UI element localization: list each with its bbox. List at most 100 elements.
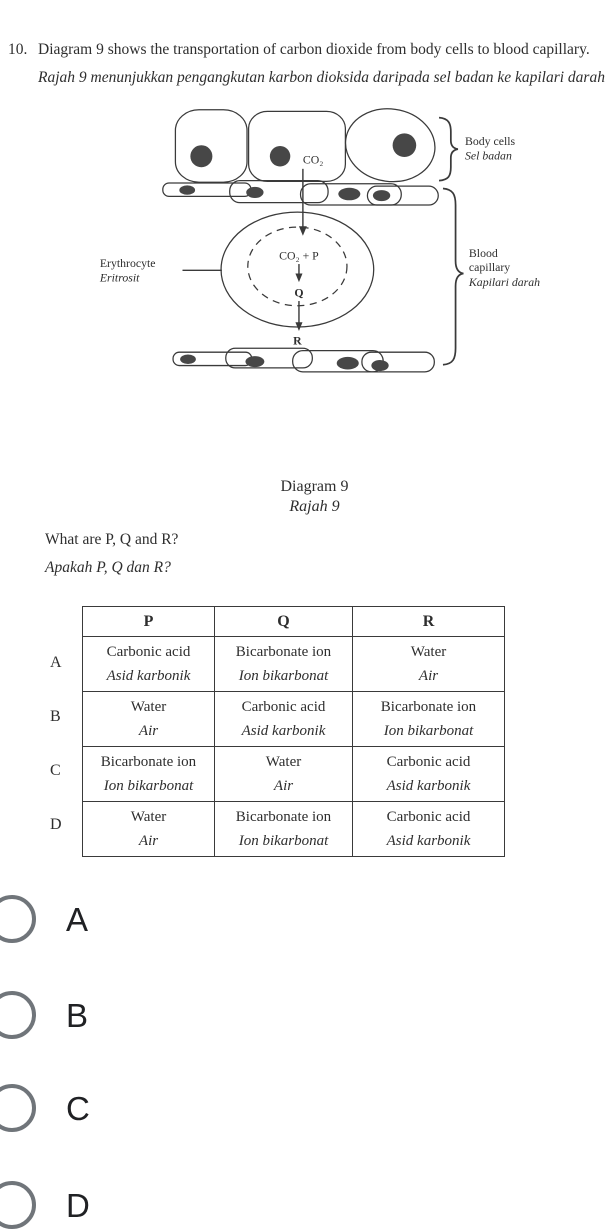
body-cells-brace bbox=[438, 116, 459, 182]
option-c-label: C bbox=[66, 1089, 90, 1127]
blood-capillary-label-ms: Kapilari darah bbox=[468, 275, 540, 289]
cell-text-en: Carbonic acid bbox=[106, 644, 191, 660]
reaction-arrow-1 bbox=[295, 264, 303, 283]
row-label-b: B bbox=[50, 708, 61, 725]
table-cell: Water Air bbox=[214, 746, 353, 802]
intermediate-q-label: Q bbox=[294, 285, 303, 299]
radio-button-d[interactable] bbox=[0, 1181, 36, 1229]
cell-text-en: Carbonic acid bbox=[386, 754, 471, 770]
diagram-9: CO₂ CO₂ + P Q R bbox=[99, 108, 540, 373]
cell-text-ms: Asid karbonik bbox=[386, 777, 471, 794]
question-prompt-en: What are P, Q and R? bbox=[45, 531, 179, 548]
blood-capillary-label-en1: Blood bbox=[469, 246, 498, 260]
cell-text-en: Water bbox=[265, 754, 302, 770]
cell-text-en: Bicarbonate ion bbox=[235, 809, 332, 825]
diagram-caption-en: Diagram 9 bbox=[280, 478, 349, 495]
cell-text-ms: Ion bikarbonat bbox=[383, 722, 474, 739]
question-text-ms: Rajah 9 menunjukkan pengangkutan karbon … bbox=[38, 69, 605, 86]
capillary-cell bbox=[229, 180, 329, 204]
body-cells-label-en: Body cells bbox=[465, 134, 516, 148]
column-header-p: P bbox=[82, 606, 215, 637]
question-text-en: Diagram 9 shows the transportation of ca… bbox=[38, 41, 590, 58]
cell-text-ms: Asid karbonik bbox=[386, 832, 471, 849]
body-cell bbox=[344, 108, 436, 183]
erythrocyte-label-en: Erythrocyte bbox=[100, 256, 156, 270]
erythrocyte-membrane bbox=[220, 211, 375, 328]
cell-text-ms: Air bbox=[418, 667, 439, 684]
table-cell: Bicarbonate ion Ion bikarbonat bbox=[82, 746, 215, 802]
cell-text-ms: Air bbox=[138, 832, 159, 849]
option-b-label: B bbox=[66, 996, 89, 1034]
table-header-row: P Q R bbox=[82, 606, 505, 637]
cell-nucleus bbox=[372, 190, 391, 202]
table-cell: Carbonic acid Asid karbonik bbox=[82, 636, 215, 692]
question-number: 10. bbox=[8, 41, 28, 58]
body-cells-label-ms: Sel badan bbox=[465, 148, 512, 162]
cell-nucleus bbox=[190, 145, 213, 168]
option-c[interactable]: C bbox=[0, 1084, 90, 1132]
reaction-arrow-2 bbox=[295, 301, 303, 331]
erythrocyte-inner-dashed bbox=[247, 226, 348, 307]
answer-table: P Q R Carbonic acid Asid karbonik Bicarb… bbox=[82, 606, 505, 857]
option-a[interactable]: A bbox=[0, 895, 88, 943]
table-row: Bicarbonate ion Ion bikarbonat Water Air… bbox=[82, 746, 505, 802]
body-cells-group bbox=[174, 108, 436, 183]
cell-nucleus bbox=[246, 186, 264, 198]
table-row: Water Air Carbonic acid Asid karbonik Bi… bbox=[82, 691, 505, 747]
radio-button-b[interactable] bbox=[0, 991, 36, 1039]
cell-text-en: Bicarbonate ion bbox=[100, 754, 197, 770]
table-cell: Bicarbonate ion Ion bikarbonat bbox=[352, 691, 505, 747]
cell-nucleus bbox=[180, 354, 196, 364]
cell-nucleus bbox=[179, 185, 196, 195]
option-a-label: A bbox=[66, 900, 89, 938]
cell-text-en: Water bbox=[410, 644, 447, 660]
capillary-cell bbox=[162, 182, 252, 197]
cell-text-en: Carbonic acid bbox=[386, 809, 471, 825]
reaction-start-label: CO₂ + P bbox=[279, 248, 319, 262]
cell-nucleus bbox=[336, 356, 359, 370]
capillary-cell bbox=[366, 185, 439, 206]
answer-table-row-labels: A B C D bbox=[50, 606, 82, 857]
cell-text-ms: Asid karbonik bbox=[241, 722, 326, 739]
co2-label: CO₂ bbox=[303, 152, 324, 166]
product-r-label: R bbox=[293, 333, 302, 347]
capillary-cell bbox=[299, 183, 402, 206]
table-cell: Carbonic acid Asid karbonik bbox=[352, 746, 505, 802]
cell-text-ms: Air bbox=[273, 777, 294, 794]
radio-button-c[interactable] bbox=[0, 1084, 36, 1132]
option-d[interactable]: D bbox=[0, 1181, 90, 1229]
cell-nucleus bbox=[371, 360, 389, 372]
capillary-wall-top bbox=[162, 180, 439, 206]
cell-nucleus bbox=[392, 133, 417, 158]
cell-text-ms: Asid karbonik bbox=[106, 667, 191, 684]
capillary-cell bbox=[361, 351, 435, 373]
cell-nucleus bbox=[338, 187, 361, 201]
diagram-caption-ms: Rajah 9 bbox=[289, 498, 340, 515]
cell-nucleus bbox=[245, 356, 265, 368]
cell-text-ms: Ion bikarbonat bbox=[238, 667, 329, 684]
radio-button-a[interactable] bbox=[0, 895, 36, 943]
cell-text-ms: Ion bikarbonat bbox=[103, 777, 194, 794]
table-cell: Water Air bbox=[352, 636, 505, 692]
diagram-caption: Diagram 9 Rajah 9 bbox=[0, 477, 605, 517]
capillary-wall-bottom bbox=[172, 347, 435, 373]
table-cell: Water Air bbox=[82, 691, 215, 747]
table-cell: Carbonic acid Asid karbonik bbox=[352, 801, 505, 857]
table-cell: Bicarbonate ion Ion bikarbonat bbox=[214, 801, 353, 857]
row-label-d: D bbox=[50, 816, 62, 833]
cell-nucleus bbox=[269, 146, 291, 167]
option-b[interactable]: B bbox=[0, 991, 88, 1039]
blood-capillary-brace bbox=[442, 187, 464, 366]
erythrocyte bbox=[182, 211, 375, 328]
blood-capillary-label-en2: capillary bbox=[469, 260, 510, 274]
column-header-q: Q bbox=[214, 606, 353, 637]
table-row: Carbonic acid Asid karbonik Bicarbonate … bbox=[82, 636, 505, 692]
cell-text-en: Water bbox=[130, 699, 167, 715]
table-cell: Water Air bbox=[82, 801, 215, 857]
cell-text-en: Bicarbonate ion bbox=[235, 644, 332, 660]
capillary-cell bbox=[225, 347, 313, 369]
option-d-label: D bbox=[66, 1186, 90, 1224]
answer-table-section: A B C D P Q R Carbonic acid Asid karboni… bbox=[50, 606, 505, 857]
cell-text-en: Bicarbonate ion bbox=[380, 699, 477, 715]
row-label-c: C bbox=[50, 762, 61, 779]
